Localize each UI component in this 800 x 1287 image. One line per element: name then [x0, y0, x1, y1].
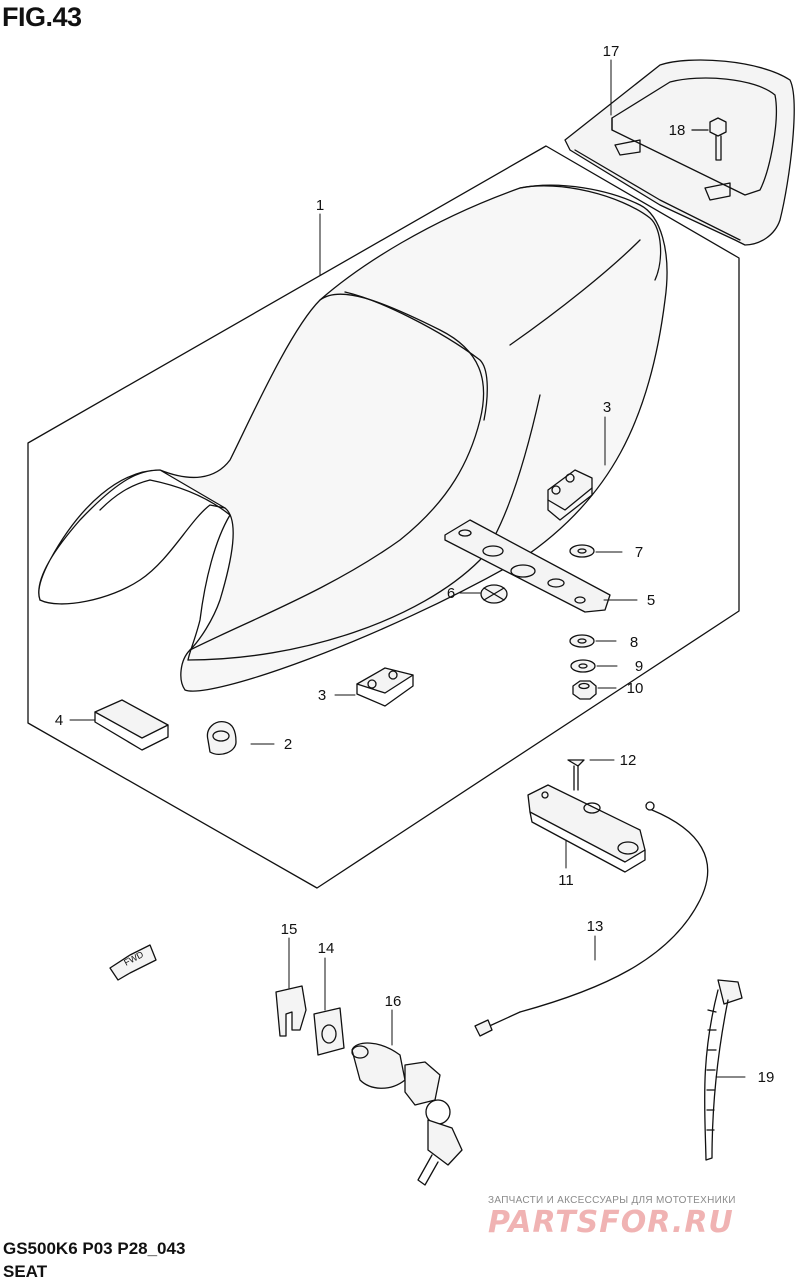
section-name: SEAT: [3, 1262, 48, 1281]
leader-lines: [69, 59, 746, 1078]
callout-8: 8: [630, 634, 638, 651]
callout-4: 4: [55, 712, 63, 729]
callout-11: 11: [558, 872, 574, 889]
callout-5: 5: [647, 592, 655, 609]
callout-1: 1: [316, 197, 324, 214]
callout-10: 10: [627, 680, 644, 697]
pad-part-4: [94, 699, 169, 751]
forward-direction-arrow: FWD: [109, 944, 157, 981]
callout-12: 12: [620, 752, 637, 769]
seat-hook-plate-part-5: [444, 519, 611, 613]
callout-2: 2: [284, 736, 292, 753]
callout-3-lower: 3: [318, 687, 326, 704]
callout-7: 7: [635, 544, 643, 561]
rear-carrier-part-17: [564, 59, 795, 246]
model-code: GS500K6 P03 P28_043: [3, 1239, 186, 1258]
callout-19: 19: [758, 1069, 775, 1086]
screw-part-12: [567, 759, 585, 791]
washer-part-7: [569, 544, 595, 558]
seat-lock-part-11: [527, 784, 646, 873]
cable-tie-part-19: [703, 979, 743, 1161]
seat-part-1: [38, 184, 668, 692]
bracket-part-14: [313, 1007, 345, 1056]
damper-part-6: [480, 584, 508, 604]
callout-13: 13: [587, 918, 604, 935]
seat-lock-cable-part-13: [474, 801, 709, 1037]
callout-16: 16: [385, 993, 402, 1010]
nut-part-10: [572, 680, 597, 700]
seat-cushion-part-3-lower: [356, 667, 414, 707]
washer-part-9: [570, 659, 596, 673]
callout-14: 14: [318, 940, 335, 957]
washer-part-8: [569, 634, 595, 648]
callout-labels: 1 2 3 3 4 5 6 7 8 9 10 11 12 13 14 15 16…: [55, 43, 775, 1086]
cap-part-2: [206, 721, 237, 756]
callout-15: 15: [281, 921, 298, 938]
seat-lock-set-part-16: [351, 1042, 463, 1186]
seat-cushion-part-3-upper: [547, 469, 593, 521]
callout-6: 6: [447, 585, 455, 602]
assembly-frame: [27, 145, 740, 889]
watermark-tagline: ЗАПЧАСТИ И АКСЕССУАРЫ ДЛЯ МОТОТЕХНИКИ: [488, 1195, 736, 1206]
bolt-part-18: [691, 117, 727, 161]
clip-part-15: [275, 985, 307, 1037]
watermark-brand-logo: PARTSFOR.RU: [488, 1205, 734, 1240]
callout-3-upper: 3: [603, 399, 611, 416]
callout-18: 18: [669, 122, 686, 139]
callout-17: 17: [603, 43, 620, 60]
callout-9: 9: [635, 658, 643, 675]
figure-title: FIG.43: [2, 2, 82, 32]
